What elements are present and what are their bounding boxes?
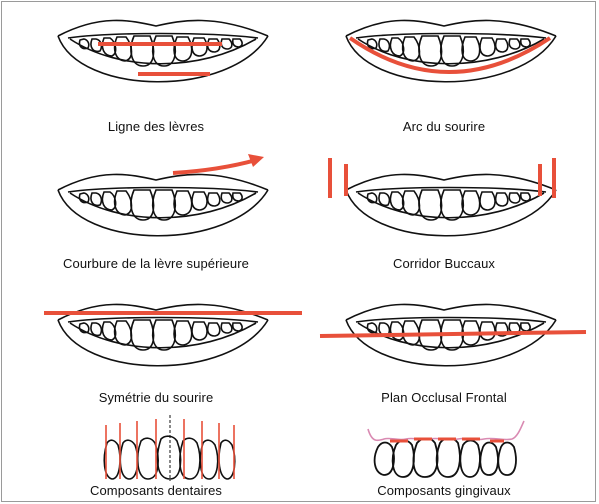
smile-diagram (298, 292, 590, 387)
panel-ligne-des-levres: Ligne des lèvres (10, 6, 302, 141)
panel-label: Composants gingivaux (298, 483, 590, 498)
smile-diagram (298, 6, 590, 116)
panel-composants-gingivaux: Composants gingivaux (298, 415, 590, 501)
occlusal-plane-line (320, 332, 586, 336)
panel-label: Ligne des lèvres (10, 119, 302, 134)
panel-label: Symétrie du sourire (10, 390, 302, 405)
panel-corridor-buccaux: Corridor Buccaux (298, 148, 590, 283)
panel-courbure-levre-superieure: Courbure de la lèvre supérieure (10, 148, 302, 283)
smile-diagram (10, 148, 302, 258)
panel-composants-dentaires: Composants dentaires (10, 415, 302, 501)
panel-label: Courbure de la lèvre supérieure (10, 256, 302, 271)
panel-symetrie-du-sourire: Symétrie du sourire (10, 292, 302, 412)
panel-plan-occlusal-frontal: Plan Occlusal Frontal (298, 292, 590, 412)
panel-label: Arc du sourire (298, 119, 590, 134)
panel-label: Corridor Buccaux (298, 256, 590, 271)
teeth-diagram (298, 415, 590, 483)
panel-arc-du-sourire: Arc du sourire (298, 6, 590, 141)
panel-label: Composants dentaires (10, 483, 302, 498)
smile-diagram (10, 292, 302, 387)
panel-label: Plan Occlusal Frontal (298, 390, 590, 405)
smile-diagram (10, 6, 302, 116)
teeth-diagram (10, 415, 302, 483)
smile-diagram (298, 148, 590, 258)
curvature-arrow (173, 160, 256, 173)
